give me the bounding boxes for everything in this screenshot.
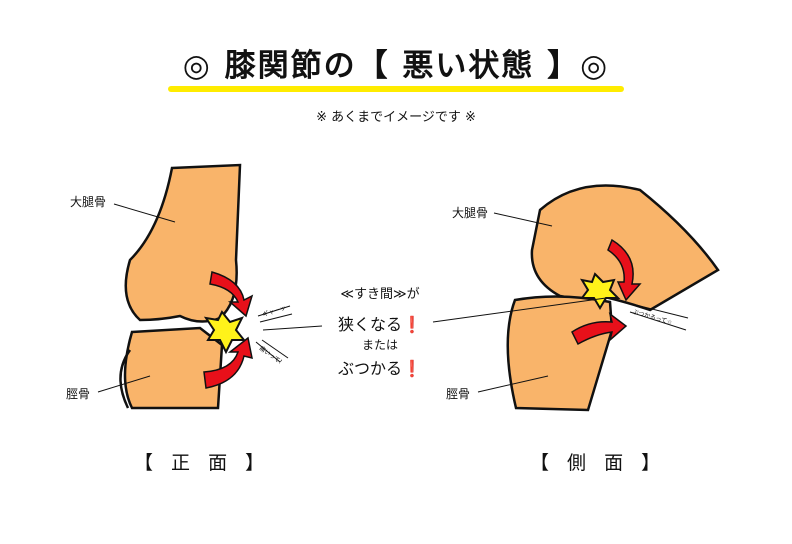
side-arrow-top (607, 238, 642, 302)
front-caption: 【 正 面 】 (134, 452, 271, 474)
side-tibia (506, 295, 614, 412)
center-line-2: 狭くなる❗ (338, 315, 422, 334)
image-note: ※ あくまでイメージです ※ (316, 110, 476, 125)
side-caption: 【 側 面 】 (530, 452, 667, 474)
side-tibia-label: 脛骨 (446, 387, 471, 401)
center-line-3: または (361, 338, 398, 352)
center-line-4: ぶつかる❗ (338, 359, 422, 378)
page-title: ◎ 膝関節の【 悪い状態 】◎ (182, 48, 610, 84)
front-tibia-label: 脛骨 (66, 387, 91, 401)
side-femur (530, 184, 720, 312)
title-underline (168, 86, 624, 92)
center-line-1: ≪すき間≫が (340, 287, 420, 302)
front-femur (124, 163, 242, 323)
front-arrow-top (209, 271, 254, 318)
front-arrow-bottom (203, 336, 253, 389)
side-impact-star (579, 272, 621, 310)
side-femur-label: 大腿骨 (452, 206, 489, 220)
side-arrow-bottom (571, 312, 628, 346)
front-impact-star (203, 310, 247, 355)
front-femur-label: 大腿骨 (70, 195, 107, 209)
